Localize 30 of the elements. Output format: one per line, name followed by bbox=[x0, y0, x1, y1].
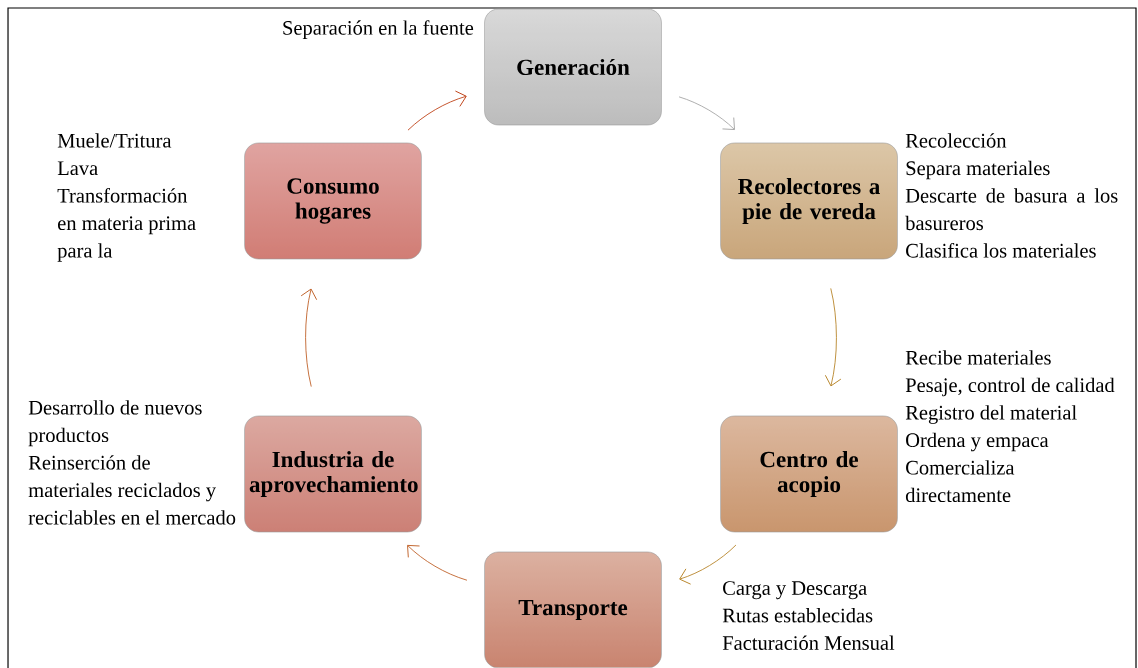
note-text: Reinserción de materiales reciclados y reciclables en el mercado bbox=[28, 455, 236, 525]
arrow bbox=[679, 544, 737, 585]
process-box: Consumo hogares bbox=[244, 142, 422, 260]
process-box: Centro de acopio bbox=[720, 415, 898, 533]
note-text: Facturación Mensual bbox=[722, 635, 895, 650]
note-text: Comercializa directamente bbox=[905, 460, 1015, 503]
note-text: Rutas establecidas bbox=[722, 608, 873, 623]
note-text: Lava bbox=[57, 161, 98, 176]
note-text: Descarte de basura a los basureros bbox=[905, 188, 1118, 231]
note-text: Recolección bbox=[905, 133, 1007, 148]
process-box: Transporte bbox=[484, 551, 662, 668]
note-text: Separa materiales bbox=[906, 160, 1050, 180]
arrow bbox=[407, 90, 467, 131]
arrow bbox=[678, 96, 735, 130]
arrow bbox=[824, 287, 842, 387]
note-text: Ordena y empaca bbox=[906, 432, 1049, 452]
note-text: Clasifica los materiales bbox=[906, 243, 1096, 258]
note-text: Transformación en materia prima para la bbox=[57, 188, 196, 262]
arrow bbox=[407, 544, 468, 581]
note-text: Muele/Tritura bbox=[57, 133, 172, 148]
note-text: Carga y Descarga bbox=[723, 581, 867, 600]
arrow bbox=[300, 288, 318, 388]
note-text: Desarrollo de nuevos productos bbox=[28, 400, 202, 447]
note-text: Recibe materiales bbox=[905, 350, 1051, 365]
note-text: Pesaje, control de calidad bbox=[905, 377, 1115, 397]
process-box: Recolectores a pie de vereda bbox=[720, 142, 898, 260]
note-text: Separación en la fuente bbox=[283, 20, 474, 39]
note-text: Registro del material bbox=[905, 405, 1077, 424]
process-box: Generación bbox=[484, 8, 662, 126]
process-box: Industria de aprovechamiento bbox=[244, 415, 422, 533]
